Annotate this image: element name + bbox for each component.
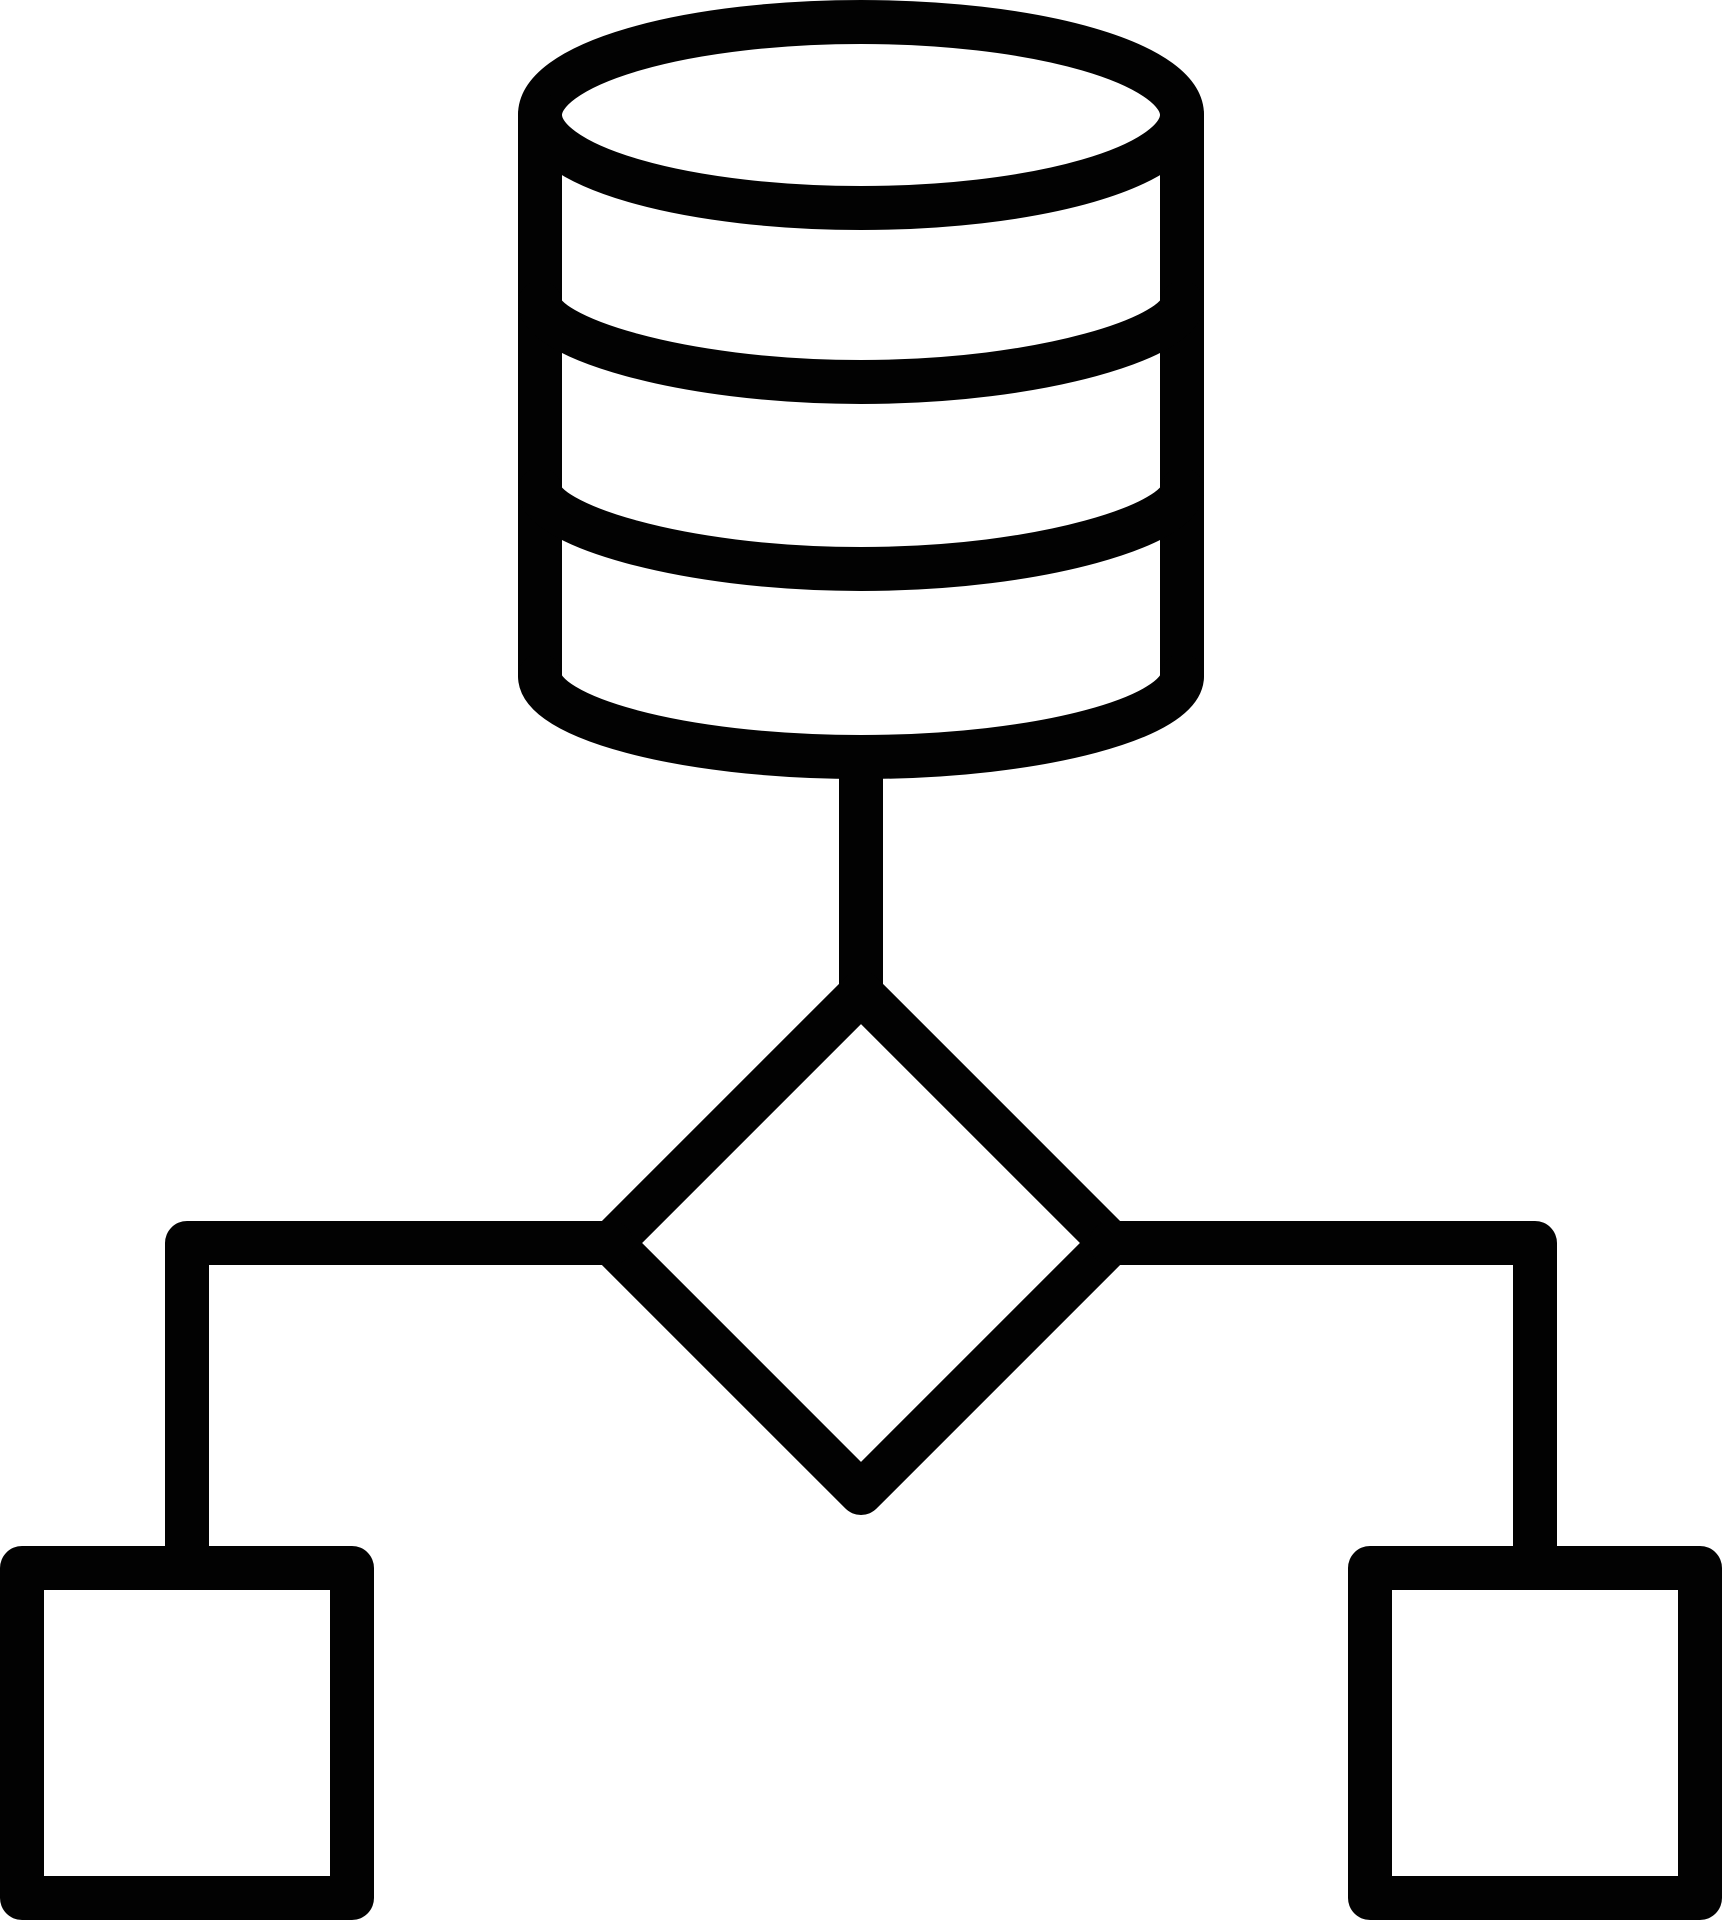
database-icon xyxy=(518,0,1204,779)
database-top-ellipse xyxy=(518,0,1204,230)
database-layer-divider-1 xyxy=(518,281,1204,404)
decision-to-left-box-connector xyxy=(165,1221,633,1590)
left-process-box-icon xyxy=(0,1546,374,1920)
decision-to-right-box-connector xyxy=(1089,1221,1557,1590)
right-process-box-icon xyxy=(1348,1546,1722,1920)
database-layer-divider-2 xyxy=(518,468,1204,591)
decision-diamond-icon xyxy=(589,971,1133,1515)
